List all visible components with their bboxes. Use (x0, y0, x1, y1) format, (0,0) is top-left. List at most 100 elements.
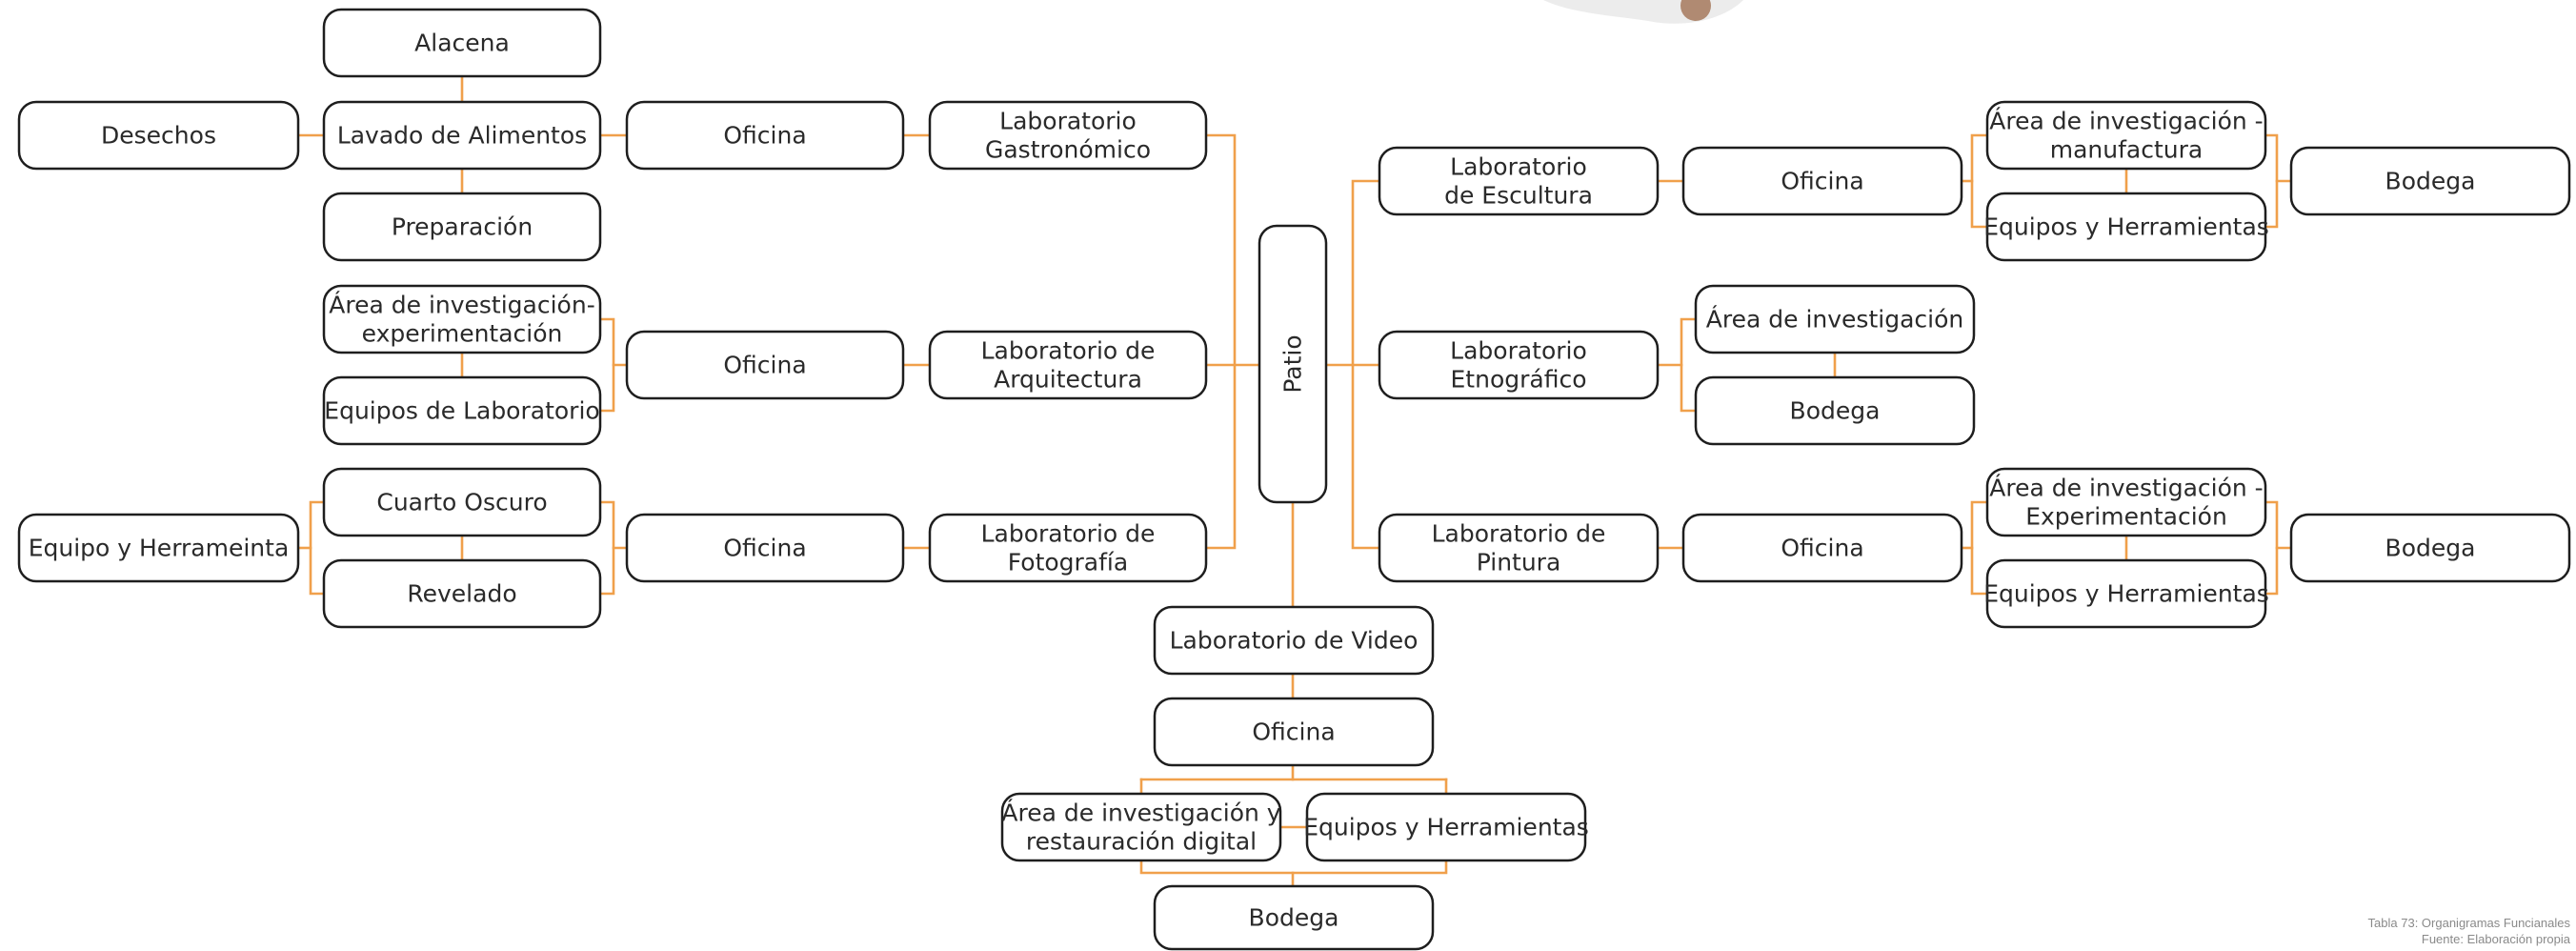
connector-line (1970, 500, 1989, 596)
node-patio: Patio (1258, 224, 1328, 504)
node-equipos-pint: Equipos y Herramientas (1983, 558, 2269, 629)
node-bodega-pint: Bodega (2289, 513, 2571, 583)
node-box (322, 558, 602, 629)
node-label: Equipo y Herrameinta (29, 535, 290, 562)
node-label: Desechos (101, 122, 216, 150)
node-label: Laboratorio de (981, 520, 1156, 548)
node-box (1985, 558, 2267, 629)
node-revelado: Revelado (322, 558, 602, 629)
node-bodega-esc: Bodega (2289, 146, 2571, 216)
node-bodega-etno: Bodega (1694, 375, 1976, 446)
node-box (2289, 513, 2571, 583)
node-preparacion: Preparación (322, 192, 602, 262)
node-equipos-esc: Equipos y Herramientas (1983, 192, 2269, 262)
node-label: Oficina (1252, 718, 1335, 746)
node-box (1378, 513, 1660, 583)
node-label: Lavado de Alimentos (337, 122, 587, 150)
node-label: Alacena (414, 30, 510, 57)
node-oficina-esc: Oficina (1681, 146, 1963, 216)
node-box (17, 513, 300, 583)
node-equipo-herr: Equipo y Herrameinta (17, 513, 300, 583)
node-label: Oficina (723, 122, 806, 150)
node-area-exp-pint: Área de investigación -Experimentación (1985, 467, 2267, 537)
node-lavado: Lavado de Alimentos (322, 100, 602, 171)
node-box (928, 513, 1208, 583)
node-alacena: Alacena (322, 8, 602, 78)
node-label: Preparación (392, 213, 533, 241)
node-box (322, 284, 602, 354)
node-box (625, 100, 905, 171)
node-label: Oficina (1781, 535, 1863, 562)
node-label: Laboratorio de (981, 337, 1156, 365)
node-label: Equipos y Herramientas (1303, 814, 1589, 841)
node-box (1985, 100, 2267, 171)
connector-line (1204, 133, 1237, 550)
node-label: Patio (1279, 334, 1307, 393)
node-box (1153, 697, 1435, 767)
node-box (2289, 146, 2571, 216)
node-box (322, 192, 602, 262)
node-label: Bodega (1249, 904, 1339, 932)
node-label: de Escultura (1444, 182, 1593, 210)
node-label: Equipos y Herramientas (1983, 213, 2269, 241)
node-label: Laboratorio (1450, 337, 1587, 365)
node-area-inv-etno: Área de investigación (1694, 284, 1976, 354)
node-box (625, 330, 905, 400)
node-label: Pintura (1477, 549, 1561, 577)
node-box (1305, 792, 1587, 862)
node-label: Equipos y Herramientas (1983, 580, 2269, 608)
node-label: Bodega (2385, 168, 2476, 195)
node-label: Área de investigación - (1989, 475, 2263, 502)
node-equipos-video: Equipos y Herramientas (1303, 792, 1589, 862)
node-label: Gastronómico (985, 136, 1151, 164)
node-box (1681, 146, 1963, 216)
connector-line (1970, 133, 1989, 229)
node-box (322, 467, 602, 537)
node-area-manu: Área de investigación -manufactura (1985, 100, 2267, 171)
node-oficina-arq: Oficina (625, 330, 905, 400)
node-label: Oficina (723, 535, 806, 562)
node-box (1694, 375, 1976, 446)
node-oficina-gastro: Oficina (625, 100, 905, 171)
node-cuarto: Cuarto Oscuro (322, 467, 602, 537)
node-box (17, 100, 300, 171)
node-oficina-pint: Oficina (1681, 513, 1963, 583)
node-label: Cuarto Oscuro (376, 489, 547, 516)
node-box (1153, 884, 1435, 951)
connector-lines (296, 74, 2293, 888)
node-label: Equipos de Laboratorio (324, 397, 599, 425)
node-label: Área de investigación (1706, 306, 1963, 334)
node-area-exp: Área de investigación-experimentación (322, 284, 602, 354)
connector-line (1680, 317, 1698, 413)
node-box (322, 375, 602, 446)
node-label: Laboratorio de (1432, 520, 1606, 548)
caption-source: Fuente: Elaboración propia (2421, 932, 2570, 946)
node-lab-video: Laboratorio de Video (1153, 605, 1435, 676)
node-label: Experimentación (2025, 503, 2227, 531)
connector-line (309, 500, 326, 596)
node-bodega-video: Bodega (1153, 884, 1435, 951)
node-box (1694, 284, 1976, 354)
node-box (928, 100, 1208, 171)
node-oficina-video: Oficina (1153, 697, 1435, 767)
node-box (1153, 605, 1435, 676)
node-label: Laboratorio de Video (1170, 627, 1419, 655)
node-box (322, 8, 602, 78)
node-box (1985, 467, 2267, 537)
node-box (1378, 146, 1660, 216)
node-label: Bodega (1790, 397, 1881, 425)
node-box (1378, 330, 1660, 400)
node-label: restauración digital (1026, 828, 1257, 856)
node-box (322, 100, 602, 171)
table-caption: Tabla 73: Organigramas Funcianales Fuent… (2368, 915, 2570, 947)
node-label: Etnográfico (1451, 366, 1587, 394)
node-label: Área de investigación - (1989, 108, 2263, 135)
